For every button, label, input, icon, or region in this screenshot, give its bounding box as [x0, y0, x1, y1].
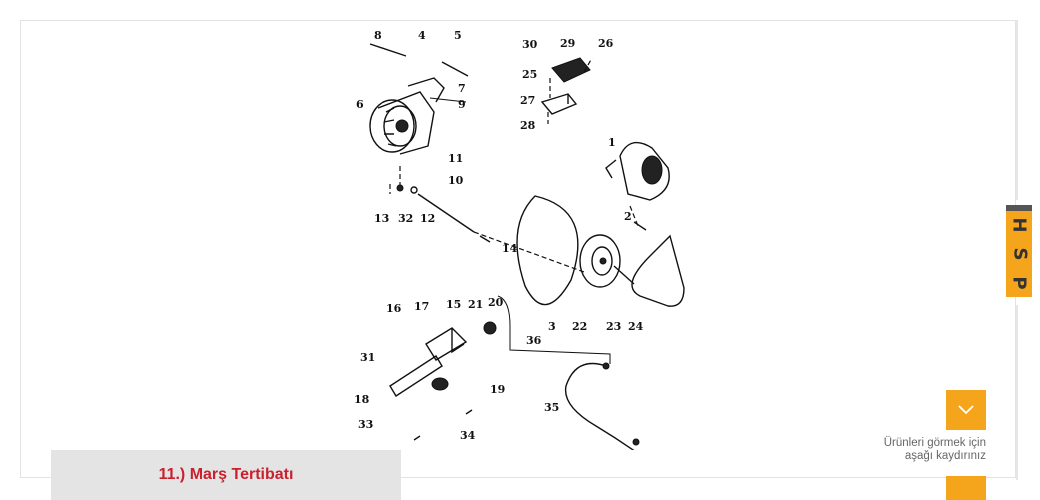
- drive-belt-part: [516, 195, 685, 307]
- scroll-down-button[interactable]: [946, 390, 986, 430]
- part-label: 28: [520, 119, 536, 132]
- part-label: 17: [414, 300, 429, 313]
- badge-letter: S: [1009, 247, 1030, 261]
- hsp-side-badge[interactable]: H S P: [1006, 205, 1032, 297]
- part-label: 20: [488, 296, 504, 309]
- part-label: 26: [598, 37, 614, 50]
- part-label: 29: [560, 37, 575, 50]
- part-label: 19: [490, 383, 505, 396]
- badge-letter: P: [1008, 276, 1030, 290]
- part-label: 6: [356, 98, 364, 111]
- part-label: 31: [360, 351, 375, 364]
- part-label: 22: [572, 320, 587, 333]
- part-label: 12: [420, 212, 435, 225]
- part-label: 9: [458, 98, 466, 111]
- right-edge-line: [1016, 20, 1018, 200]
- part-label: 13: [374, 212, 389, 225]
- scroll-hint-line: aşağı kaydırınız: [904, 450, 986, 462]
- part-label: 23: [606, 320, 621, 333]
- part-label: 5: [454, 29, 462, 42]
- cable-part: [564, 362, 640, 453]
- right-edge-line: [1016, 305, 1018, 480]
- starter-motor-part: [605, 141, 670, 231]
- part-label: 35: [544, 401, 559, 414]
- part-label: 11: [448, 152, 463, 165]
- part-label: 24: [628, 320, 644, 333]
- part-label: 14: [502, 242, 518, 255]
- part-label: 33: [358, 418, 373, 431]
- exploded-parts-drawing: 8 4 5 7 9 6 30 29 26 25 27 28 1 11 10 13…: [354, 29, 685, 453]
- part-label: 21: [468, 298, 483, 311]
- part-label: 8: [374, 29, 382, 42]
- scroll-hint-line: Ürünleri görmek için: [883, 437, 986, 449]
- part-label: 25: [522, 68, 537, 81]
- part-label: 7: [458, 82, 466, 95]
- shaft-part: [389, 166, 585, 273]
- part-label: 32: [398, 212, 413, 225]
- part-labels: 8 4 5 7 9 6 30 29 26 25 27 28 1 11 10 13…: [354, 29, 644, 442]
- part-label: 1: [608, 136, 616, 149]
- mounting-bracket-part: [389, 295, 611, 441]
- part-label: 27: [520, 94, 535, 107]
- part-label: 16: [386, 302, 402, 315]
- part-label: 34: [460, 429, 476, 442]
- part-label: 30: [522, 38, 538, 51]
- part-label: 36: [526, 334, 542, 347]
- secondary-scroll-button[interactable]: [946, 476, 986, 500]
- product-title-card[interactable]: 11.) Marş Tertibatı: [51, 450, 401, 500]
- badge-letter: H: [1008, 217, 1030, 233]
- product-image-frame: [20, 20, 1016, 478]
- bracket-assembly-part: [540, 57, 593, 124]
- product-title: 11.) Marş Tertibatı: [158, 466, 294, 483]
- part-label: 18: [354, 393, 370, 406]
- part-label: 10: [448, 174, 464, 187]
- part-label: 4: [418, 29, 426, 42]
- scroll-hint-text: Ürünleri görmek için aşağı kaydırınız: [840, 437, 986, 463]
- part-label: 3: [548, 320, 556, 333]
- pulley-part: [579, 234, 635, 288]
- part-label: 15: [446, 298, 461, 311]
- parts-diagram: 8 4 5 7 9 6 30 29 26 25 27 28 1 11 10 13…: [330, 26, 690, 453]
- chevron-down-icon: [958, 405, 974, 415]
- alternator-part: [369, 43, 469, 155]
- part-label: 2: [624, 210, 632, 223]
